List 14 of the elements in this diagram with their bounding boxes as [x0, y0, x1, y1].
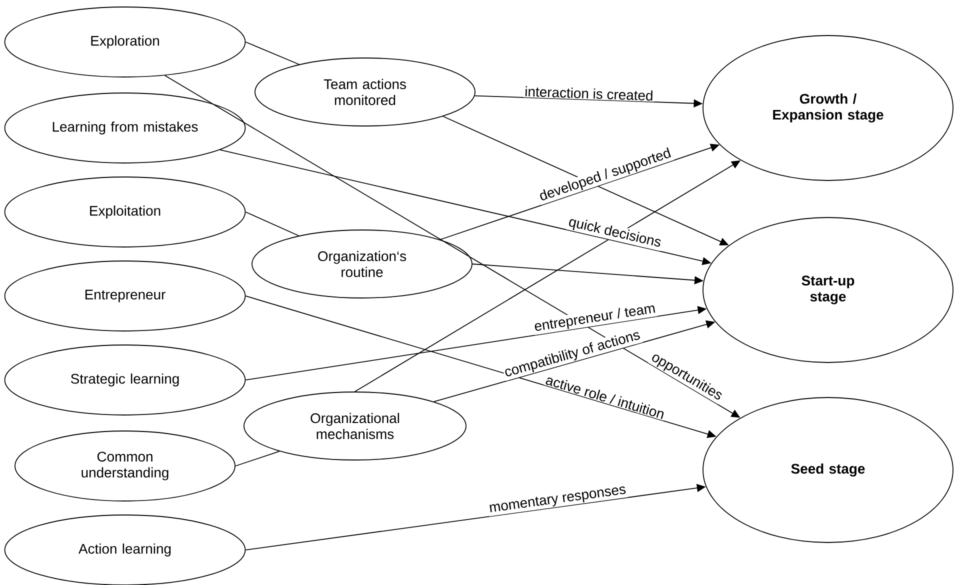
edge-label: momentary responses — [487, 484, 628, 516]
ellipse-node: Start-up stage — [702, 217, 954, 363]
ellipse-node: Growth / Expansion stage — [702, 35, 954, 181]
edge-label: interaction is created — [523, 85, 655, 102]
ellipse-node: Exploration — [4, 6, 246, 78]
ellipse-node: Team actions monitored — [254, 58, 476, 126]
edge-label: quick decisions — [566, 214, 664, 252]
ellipse-node: Organization‘s routine — [252, 230, 472, 298]
ellipse-node: Learning from mistakes — [4, 92, 246, 164]
ellipse-node: Entrepreneur — [4, 260, 246, 332]
ellipse-node: Organizational mechanisms — [244, 392, 466, 460]
ellipse-node: Exploitation — [4, 176, 246, 248]
ellipse-node: Strategic learning — [4, 344, 246, 416]
ellipse-node: Common understanding — [14, 430, 236, 502]
